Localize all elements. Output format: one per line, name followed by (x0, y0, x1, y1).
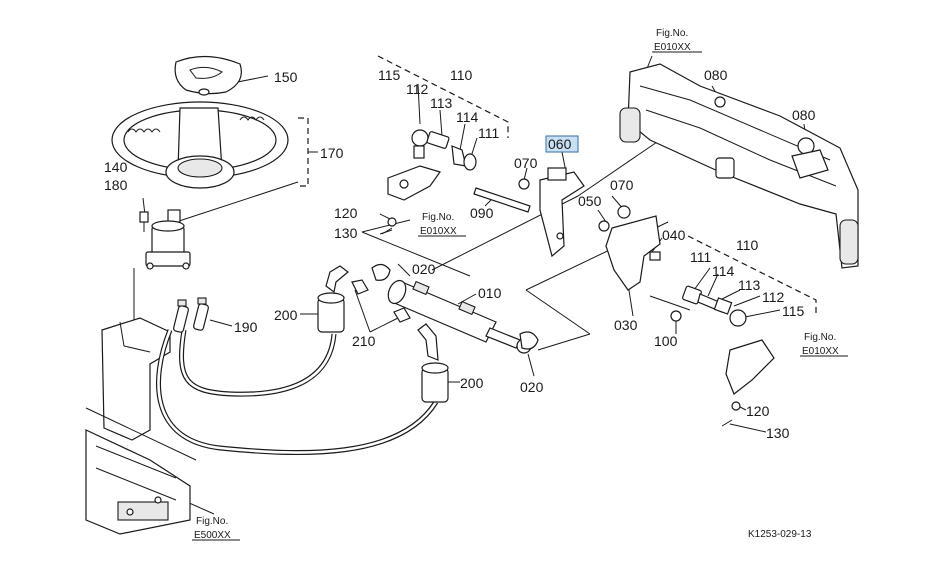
label-114-left: 114 (456, 109, 479, 125)
fig-ref-underlines (192, 51, 848, 541)
label-080-upper: 080 (704, 67, 728, 83)
label-210: 210 (352, 333, 376, 349)
highlight-box-060 (545, 135, 579, 153)
label-080-lower: 080 (792, 107, 816, 123)
label-140: 140 (104, 159, 128, 175)
label-170: 170 (320, 145, 344, 161)
label-130-left: 130 (334, 225, 358, 241)
label-190: 190 (234, 319, 258, 335)
label-060: 060 (548, 136, 572, 152)
label-180: 180 (104, 177, 128, 193)
label-111-right: 111 (690, 249, 711, 265)
fig-ref-bottom-code: E500XX (194, 530, 231, 541)
label-114-right: 114 (712, 263, 735, 279)
label-112-left: 112 (406, 81, 429, 97)
label-020-upper: 020 (412, 261, 436, 277)
label-040: 040 (662, 227, 686, 243)
fig-ref-right-code: E010XX (802, 346, 839, 357)
column-support-frame (85, 268, 197, 535)
tie-rod-right-110 (682, 285, 775, 427)
label-111-left: 111 (478, 125, 499, 141)
label-020-lower: 020 (520, 379, 544, 395)
label-113-right: 113 (738, 277, 761, 293)
label-112-right: 112 (762, 289, 785, 305)
label-110-right: 110 (736, 237, 759, 253)
hydraulic-hoses (156, 329, 439, 456)
label-120-left: 120 (334, 205, 358, 221)
fig-ref-right-prefix: Fig.No. (804, 332, 836, 343)
label-070-lower: 070 (610, 177, 634, 193)
part-labels: 150 170 140 180 190 200 200 210 110 115 … (104, 67, 816, 441)
label-120-right: 120 (746, 403, 770, 419)
tie-rod-left-110 (381, 129, 477, 235)
label-200-lower: 200 (460, 375, 484, 391)
label-070-upper: 070 (514, 155, 538, 171)
label-010: 010 (478, 285, 502, 301)
label-150: 150 (274, 69, 298, 85)
steering-wheel-assembly (111, 55, 289, 270)
front-axle (619, 63, 859, 269)
bracket-060 (473, 167, 585, 258)
assembly-brackets (298, 55, 817, 316)
hose-ends-200 (317, 265, 449, 403)
label-050: 050 (578, 193, 602, 209)
label-113-left: 113 (430, 95, 453, 111)
label-090: 090 (470, 205, 494, 221)
label-115-right: 115 (782, 303, 805, 319)
fig-ref-mid-prefix: Fig.No. (422, 212, 454, 223)
fig-ref-bottom-prefix: Fig.No. (196, 516, 228, 527)
label-100: 100 (654, 333, 678, 349)
label-200-upper: 200 (274, 307, 298, 323)
steering-cylinder-010 (371, 263, 539, 354)
diagram-code: K1253-029-13 (748, 529, 812, 540)
fig-ref-mid-code: E010XX (420, 226, 457, 237)
fig-ref-top-prefix: Fig.No. (656, 28, 688, 39)
fig-ref-top-code: E010XX (654, 42, 691, 53)
label-110-left: 110 (450, 67, 473, 83)
bracket-030 (598, 205, 682, 322)
elbow-fittings-210 (351, 279, 411, 323)
fig-references: Fig.No. E010XX Fig.No. E010XX Fig.No. E0… (194, 28, 839, 541)
label-130-right: 130 (766, 425, 790, 441)
label-115-left: 115 (378, 67, 401, 83)
label-030: 030 (614, 317, 638, 333)
fittings-190 (173, 297, 209, 333)
